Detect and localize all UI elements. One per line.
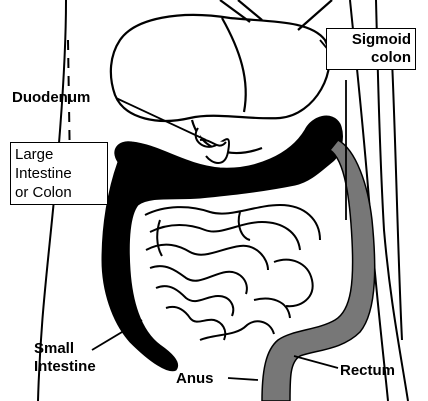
coil-9 xyxy=(200,321,274,340)
coil-10 xyxy=(157,220,162,256)
coil-5 xyxy=(156,286,233,316)
label-rectum: Rectum xyxy=(340,362,395,380)
label-small-intestine: Small Intestine xyxy=(34,340,96,376)
label-anus: Anus xyxy=(176,370,214,388)
leader-anus xyxy=(228,378,258,380)
small-intestine-shape xyxy=(145,205,320,340)
body-outline-right-inner xyxy=(392,60,402,340)
coil-7 xyxy=(274,260,313,307)
label-duodenum: Duodenum xyxy=(12,89,90,107)
leader-rectum xyxy=(294,356,338,368)
label-large-intestine: Large Intestine or Colon xyxy=(10,142,108,205)
label-sigmoid-colon: Sigmoid colon xyxy=(326,28,416,70)
coil-8 xyxy=(254,299,290,318)
esophagus-line-c xyxy=(298,0,332,30)
coil-4 xyxy=(150,266,247,294)
upper-organs xyxy=(111,0,332,153)
stomach xyxy=(111,15,330,121)
